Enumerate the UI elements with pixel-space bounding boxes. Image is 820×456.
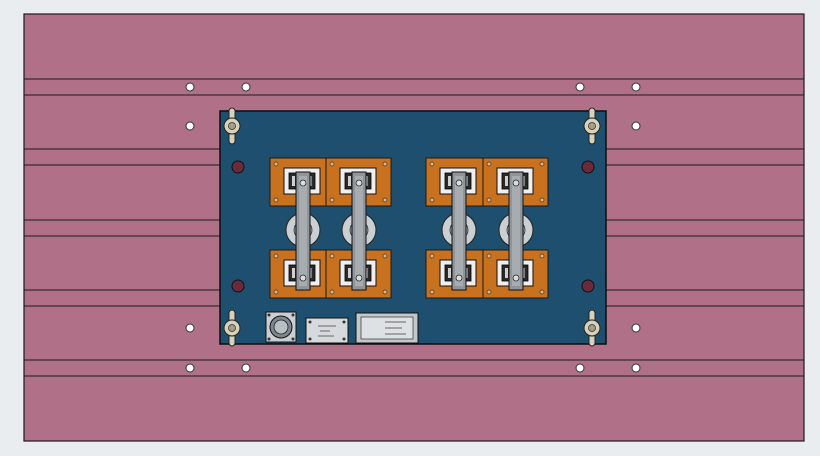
nameplate-small-body (305, 317, 349, 344)
screw-icon (267, 337, 271, 341)
connector-pin (448, 268, 451, 278)
screw-icon (273, 253, 279, 259)
screw-icon (329, 161, 335, 167)
screw-icon (486, 253, 492, 259)
screw-icon (308, 337, 312, 341)
connector-pin (292, 176, 295, 186)
clamp-knob (223, 107, 241, 145)
screw-icon (291, 337, 295, 341)
screw-icon (382, 289, 388, 295)
screw-icon (486, 289, 492, 295)
screw-icon (539, 253, 545, 259)
clamp-knob-center (588, 324, 596, 332)
screw-icon (273, 289, 279, 295)
mounting-hole (575, 363, 585, 373)
mounting-hole (185, 82, 195, 92)
pivot-icon (455, 179, 463, 187)
connector-pin (505, 268, 508, 278)
locating-pins (231, 160, 595, 293)
panel-body (219, 110, 607, 345)
mounting-hole (185, 323, 195, 333)
clamp-knob-center (588, 122, 596, 130)
locating-pin (231, 160, 245, 174)
screw-icon (291, 313, 295, 317)
panel-fittings (265, 311, 419, 344)
rail-grooves (24, 78, 804, 377)
mounting-hole (185, 363, 195, 373)
screw-icon (382, 253, 388, 259)
lever-arm-face (299, 176, 307, 286)
locating-pin (581, 279, 595, 293)
mounting-hole (241, 363, 251, 373)
pivot-icon (455, 274, 463, 282)
clamp-assembly (441, 171, 477, 291)
screw-icon (382, 197, 388, 203)
connector-pin (505, 176, 508, 186)
mounting-hole (631, 363, 641, 373)
lever-arm-face (512, 176, 520, 286)
screw-icon (329, 253, 335, 259)
screw-icon (342, 337, 346, 341)
connector-modules (269, 157, 549, 299)
pivot-icon (512, 179, 520, 187)
pivot-icon (355, 274, 363, 282)
pivot-icon (299, 274, 307, 282)
locating-pin (581, 160, 595, 174)
clamp-knob (223, 309, 241, 347)
connector-insert (273, 319, 289, 335)
screw-icon (273, 161, 279, 167)
circular-connector (265, 311, 297, 343)
screw-icon (308, 320, 312, 324)
screw-icon (382, 161, 388, 167)
pivot-icon (512, 274, 520, 282)
screw-icon (429, 161, 435, 167)
screw-icon (273, 197, 279, 203)
screw-icon (429, 197, 435, 203)
corner-clamps (223, 107, 601, 347)
mounting-hole (631, 82, 641, 92)
clamp-knob-center (228, 324, 236, 332)
mounting-hole (185, 121, 195, 131)
mounting-hole (575, 82, 585, 92)
connector-pin (348, 176, 351, 186)
connector-pin (292, 268, 295, 278)
screw-icon (267, 313, 271, 317)
connector-pin (448, 176, 451, 186)
clamp-assembly (341, 171, 377, 291)
mounting-hole (631, 121, 641, 131)
mounting-hole (631, 323, 641, 333)
mounting-hole (241, 82, 251, 92)
nameplate-small (305, 317, 349, 344)
screw-icon (329, 197, 335, 203)
screw-icon (486, 161, 492, 167)
screw-icon (539, 197, 545, 203)
lever-arm-face (455, 176, 463, 286)
fixture-panel (219, 110, 607, 345)
connector-pin (348, 268, 351, 278)
clamp-knob-center (228, 122, 236, 130)
screw-icon (429, 253, 435, 259)
clamp-assembly (285, 171, 321, 291)
clamp-knob (583, 107, 601, 145)
locating-pin (231, 279, 245, 293)
screw-icon (539, 289, 545, 295)
screw-icon (539, 161, 545, 167)
nameplate-large (355, 312, 419, 344)
screw-icon (342, 320, 346, 324)
screw-icon (429, 289, 435, 295)
screw-icon (329, 289, 335, 295)
mounting-holes (185, 82, 641, 373)
lever-arm-face (355, 176, 363, 286)
pivot-icon (355, 179, 363, 187)
pivot-icon (299, 179, 307, 187)
clamp-knob (583, 309, 601, 347)
clamp-assembly (498, 171, 534, 291)
screw-icon (486, 197, 492, 203)
